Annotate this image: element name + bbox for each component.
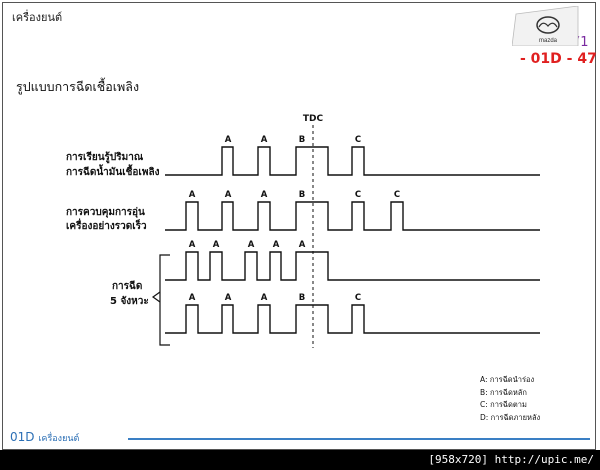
pulse-label-row-2-1: A (189, 190, 196, 200)
waveform-row-1 (165, 146, 540, 176)
pulse-label-row-4-4: B (299, 293, 305, 303)
watermark-bar: [958x720] http://upic.me/ (0, 450, 600, 470)
footer-code: 01D เครื่องยนต์ (10, 430, 79, 445)
mazda-logo: mazda (512, 6, 579, 46)
diagram-title: รูปแบบการฉีดเชื้อเพลิง (16, 79, 140, 94)
document-code: - 01D - 47 (520, 51, 597, 67)
group-label-line1: การฉีด (112, 281, 143, 292)
row-2-label-line1: การควบคุมการอุ่น (66, 207, 145, 218)
pulse-label-row-1-2: A (261, 135, 268, 145)
group-bracket-tip (151, 291, 161, 303)
pulse-label-row-3-4: A (273, 240, 280, 250)
legend-item-c: C: การฉีดตาม (480, 400, 527, 409)
pulse-label-row-2-3: A (261, 190, 268, 200)
pulse-label-row-3-2: A (213, 240, 220, 250)
pulse-label-row-3-3: A (248, 240, 255, 250)
waveform-row-2 (165, 201, 540, 231)
waveform-row-3 (165, 251, 540, 281)
footer-code-text: 01D (10, 430, 35, 444)
pulse-label-row-2-6: C (394, 190, 400, 200)
row-1-label-line2: การฉีดน้ำมันเชื้อเพลิง (66, 167, 160, 178)
pulse-label-row-2-5: C (355, 190, 361, 200)
pulse-label-row-4-2: A (225, 293, 232, 303)
legend-item-b: B: การฉีดหลัก (480, 387, 527, 397)
pulse-label-row-2-4: B (299, 190, 305, 200)
legend-item-a: A: การฉีดนำร่อง (480, 375, 535, 384)
footer-section-text: เครื่องยนต์ (38, 434, 80, 444)
slide-frame (2, 2, 596, 450)
pulse-label-row-3-5: A (299, 240, 306, 250)
legend-item-d: D: การฉีดภายหลัง (480, 412, 541, 422)
pulse-label-row-1-3: B (299, 135, 305, 145)
group-label-line2: 5 จังหวะ (110, 296, 149, 307)
pulse-label-row-1-1: A (225, 135, 232, 145)
waveform-row-4 (165, 304, 540, 334)
legend: A: การฉีดนำร่อง B: การฉีดหลัก C: การฉีดต… (480, 374, 540, 424)
group-bracket (159, 254, 170, 346)
pulse-label-row-4-5: C (355, 293, 361, 303)
row-1-label-line1: การเรียนรู้ปริมาณ (66, 152, 144, 163)
pulse-label-row-4-1: A (189, 293, 196, 303)
header-section-label: เครื่องยนต์ (12, 11, 63, 24)
pulse-label-row-3-1: A (189, 240, 196, 250)
pulse-label-row-1-4: C (355, 135, 361, 145)
pulse-label-row-4-3: A (261, 293, 268, 303)
tdc-label: TDC (303, 114, 324, 124)
pulse-label-row-2-2: A (225, 190, 232, 200)
svg-text:mazda: mazda (539, 38, 558, 44)
footer-divider (128, 438, 590, 440)
row-2-label-line2: เครื่องอย่างรวดเร็ว (66, 221, 147, 232)
